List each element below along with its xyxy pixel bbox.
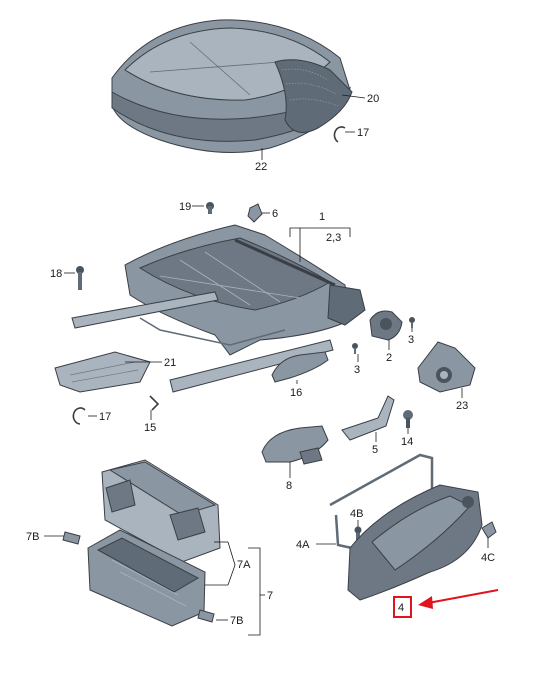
label-7: 7	[267, 590, 273, 602]
label-16: 16	[290, 387, 302, 399]
highlight-box-part-4	[393, 596, 412, 618]
bracket-part-23[interactable]	[417, 341, 476, 393]
red-arrow	[418, 589, 499, 609]
bolt-part-19[interactable]	[206, 202, 214, 214]
clip-part-4C[interactable]	[481, 521, 497, 539]
label-14: 14	[401, 436, 413, 448]
leader-lines	[44, 94, 489, 636]
handle-part-16[interactable]	[271, 351, 329, 383]
storage-tray-part-7A[interactable]	[101, 459, 221, 563]
clip-part-7B-bottom[interactable]	[197, 609, 215, 623]
label-17-bottom: 17	[99, 411, 111, 423]
label-22: 22	[255, 161, 267, 173]
screw-part-3-a[interactable]	[352, 343, 358, 354]
nut-part-14[interactable]	[403, 410, 413, 428]
side-panel-part-4[interactable]	[347, 484, 483, 601]
screw-part-3-b[interactable]	[409, 317, 415, 328]
cover-plate-part-21[interactable]	[54, 351, 151, 393]
label-4[interactable]: 4	[398, 602, 404, 614]
label-21: 21	[164, 357, 176, 369]
label-7B-bottom: 7B	[230, 615, 243, 627]
label-20: 20	[367, 93, 379, 105]
label-23: 23	[456, 400, 468, 412]
label-7B-top: 7B	[26, 531, 39, 543]
label-2-3: 2,3	[326, 232, 341, 244]
label-3-left: 3	[354, 364, 360, 376]
seat-frame-part-1[interactable]	[71, 224, 366, 393]
actuator-part-2[interactable]	[369, 310, 403, 341]
label-4B: 4B	[350, 508, 363, 520]
clip-part-6[interactable]	[247, 203, 263, 223]
label-18: 18	[50, 268, 62, 280]
handle-part-8[interactable]	[261, 425, 329, 465]
label-6: 6	[272, 208, 278, 220]
screw-part-4B[interactable]	[354, 526, 362, 542]
label-2: 2	[386, 352, 392, 364]
ring-clip-part-17-bottom[interactable]	[72, 407, 86, 425]
label-4C: 4C	[481, 552, 495, 564]
seat-cushion-part-22[interactable]	[111, 19, 352, 153]
clip-part-7B-top[interactable]	[62, 531, 81, 545]
label-17-top: 17	[357, 127, 369, 139]
label-19: 19	[179, 201, 191, 213]
label-8: 8	[286, 480, 292, 492]
lever-part-5[interactable]	[341, 395, 395, 441]
label-1: 1	[319, 211, 325, 223]
label-7A: 7A	[237, 559, 251, 571]
clip-part-15[interactable]	[149, 395, 160, 411]
ring-clip-part-17-top[interactable]	[333, 126, 346, 143]
label-5: 5	[372, 444, 378, 456]
seat-cover-part-20[interactable]	[274, 59, 353, 133]
label-4A: 4A	[296, 539, 310, 551]
bolt-part-18[interactable]	[76, 266, 84, 290]
label-3-right: 3	[408, 334, 414, 346]
label-15: 15	[144, 422, 156, 434]
